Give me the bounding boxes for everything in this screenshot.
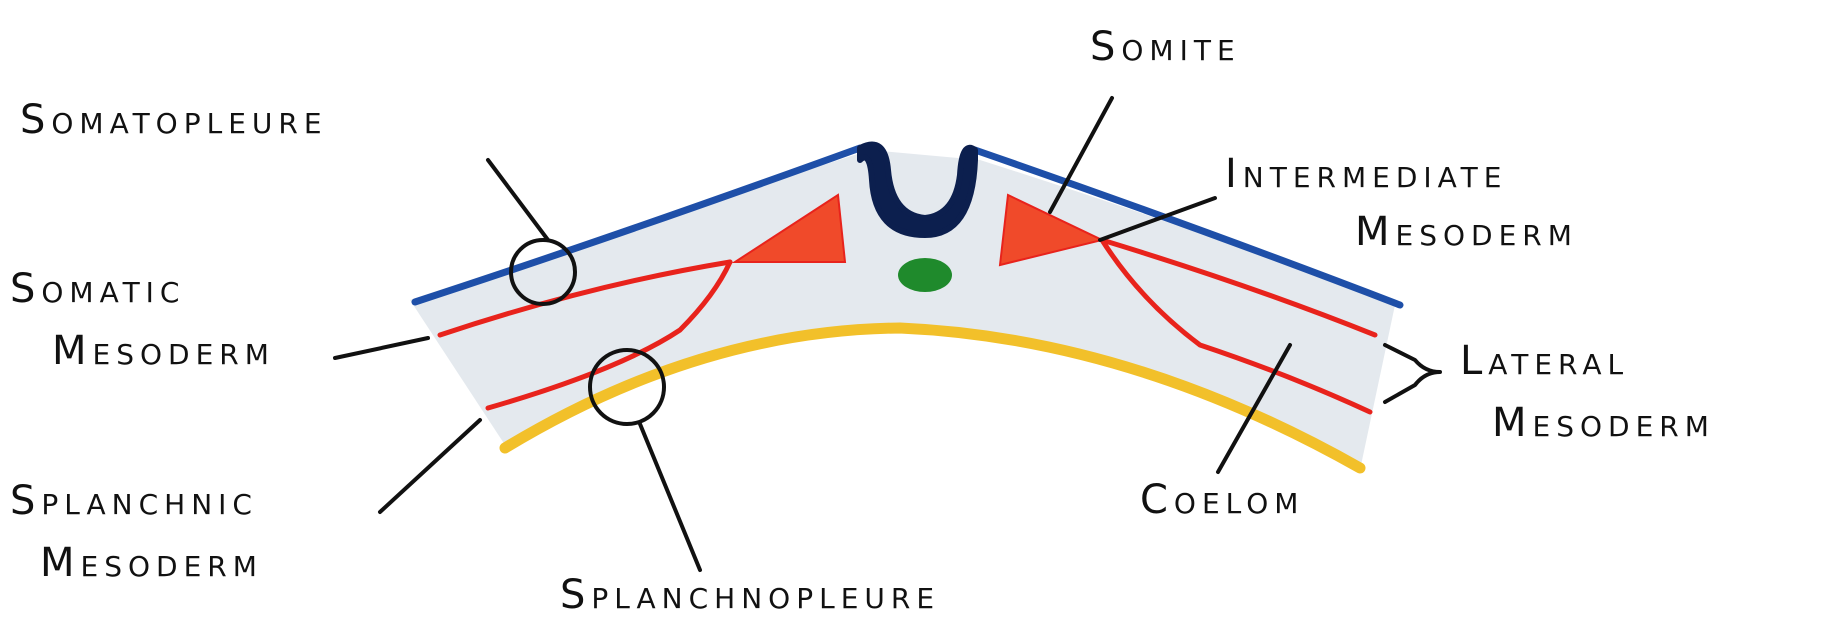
coelom-text: Coelom	[1140, 475, 1304, 525]
lateral-mesoderm-text-line2: Mesoderm	[1460, 392, 1715, 454]
pointer-somatopleure	[488, 160, 548, 240]
splanchnopleure-text: Splanchnopleure	[560, 570, 940, 620]
intermediate-mesoderm-label: Intermediate Mesoderm	[1225, 145, 1578, 261]
somatic-mesoderm-label: Somatic Mesoderm	[10, 258, 275, 382]
notochord	[898, 258, 952, 292]
intermediate-mesoderm-text-line2: Mesoderm	[1225, 203, 1578, 261]
somatopleure-label: Somatopleure	[20, 95, 328, 145]
pointer-splanchnopleure	[640, 424, 700, 570]
pointer-splanchnic-mesoderm	[380, 420, 480, 512]
lateral-mesoderm-text-line1: Lateral	[1460, 330, 1715, 392]
splanchnic-mesoderm-label: Splanchnic Mesoderm	[10, 470, 263, 594]
somite-label: Somite	[1090, 22, 1241, 72]
lateral-mesoderm-brace	[1385, 345, 1440, 402]
coelom-label: Coelom	[1140, 475, 1304, 525]
intermediate-mesoderm-text-line1: Intermediate	[1225, 145, 1578, 203]
somatic-mesoderm-text-line2: Mesoderm	[10, 320, 275, 382]
somatopleure-text: Somatopleure	[20, 95, 328, 145]
pointer-somatic-mesoderm	[335, 338, 428, 358]
splanchnic-mesoderm-text-line2: Mesoderm	[10, 532, 263, 594]
splanchnopleure-label: Splanchnopleure	[560, 570, 940, 620]
somatic-mesoderm-text-line1: Somatic	[10, 258, 275, 320]
somite-text: Somite	[1090, 22, 1241, 72]
lateral-mesoderm-label: Lateral Mesoderm	[1460, 330, 1715, 454]
splanchnic-mesoderm-text-line1: Splanchnic	[10, 470, 263, 532]
